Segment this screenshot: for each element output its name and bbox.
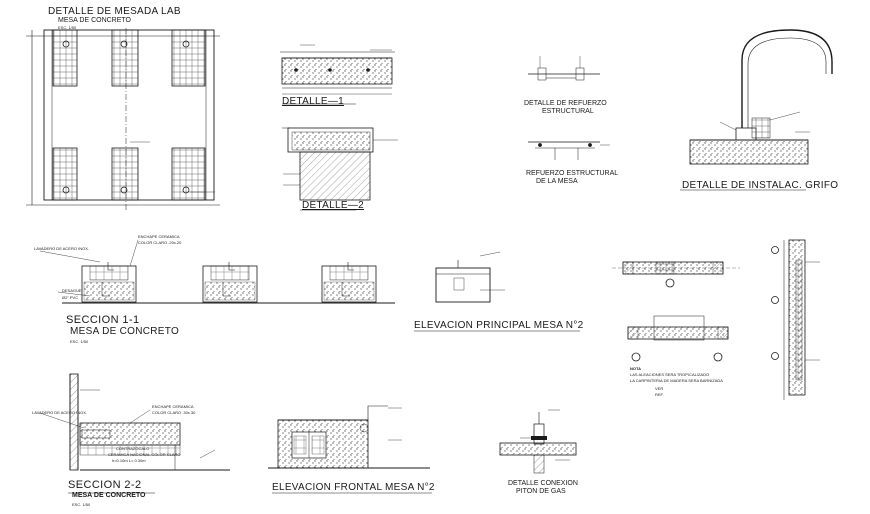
subtitle-refuerzo: ESTRUCTURAL [542,108,594,115]
title-seccion-2-2: SECCION 2-2 [68,479,142,491]
title-grifo: DETALLE DE INSTALAC. GRIFO [682,180,839,191]
nota-2: LA CARPINTERIA DE MADERA SERA BARNIZADA [630,378,723,383]
elevacion-principal [435,251,505,303]
note-desague-1b: Ø2" PVC [62,295,79,300]
title-detalle-2: DETALLE—2 [302,200,364,211]
grifo-detail [689,29,833,165]
note-lavadero-22: LAVADERO DE ACERO INOX. [32,410,87,415]
title-detalle-mesada: DETALLE DE MESADA LAB [48,6,181,17]
note-desague-1a: DESAGUE [62,288,82,293]
note-enchape-22: ENCHAPE CERAMICA [152,404,194,409]
subtitle-mesa-concreto-top: MESA DE CONCRETO [58,17,131,24]
scale-22: ESC. 1/50 [72,502,91,507]
planta-carpinteria [612,261,740,362]
title-detalle-1: DETALLE—1 [282,96,344,107]
conexion-piton-gas [499,409,577,474]
note-lavadero-11: LAVADERO DE ACERO INOX. [34,246,89,251]
title-refuerzo-mesa-1: REFUERZO ESTRUCTURAL [526,170,619,177]
plan-mesada [26,28,220,212]
nota-1: LAS ALEACIONES SERA TROPICALIZADO [630,372,710,377]
nota-title: NOTA [630,366,642,371]
scale-11: ESC. 1/50 [70,339,89,344]
note-contrazocalo: CONTRAZOCALO [116,446,150,451]
elevacion-frontal [268,405,430,469]
title-elevacion-frontal: ELEVACION FRONTAL MESA N°2 [272,482,435,493]
title-conexion-1: DETALLE CONEXION [508,480,578,487]
scale-top: ESC. 1/50 [58,25,77,30]
subtitle-mesa-concreto-22: MESA DE CONCRETO [72,492,146,499]
note-color-11: COLOR CLARO .20x.20 [138,240,182,245]
nota-ref: REF. [655,392,664,397]
subtitle-mesa-concreto-11: MESA DE CONCRETO [70,326,180,337]
note-enchape-11: ENCHAPE CERAMICA [138,234,180,239]
seccion-1-1 [39,239,395,304]
title-refuerzo-mesa-2: DE LA MESA [536,178,578,185]
title-refuerzo: DETALLE DE REFUERZO [524,100,607,107]
note-ceramica-22: CERAMICA NACIONAL COLOR CLARO [108,452,181,457]
note-color-22: COLOR CLARO .30x.30 [152,410,196,415]
seccion-2-2 [39,373,230,471]
note-h-22: h=0.10m L= 0.30m [112,458,146,463]
title-elevacion-principal: ELEVACION PRINCIPAL MESA N°2 [414,320,584,331]
title-seccion-1-1: SECCION 1-1 [66,314,140,326]
detalle-2-section [282,127,398,201]
detalle-1-section [280,44,395,95]
title-conexion-2: PITON DE GAS [516,488,566,495]
nota-ver: VER [655,386,664,391]
refuerzo-detail [528,56,610,160]
seccion-vertical [771,239,820,400]
